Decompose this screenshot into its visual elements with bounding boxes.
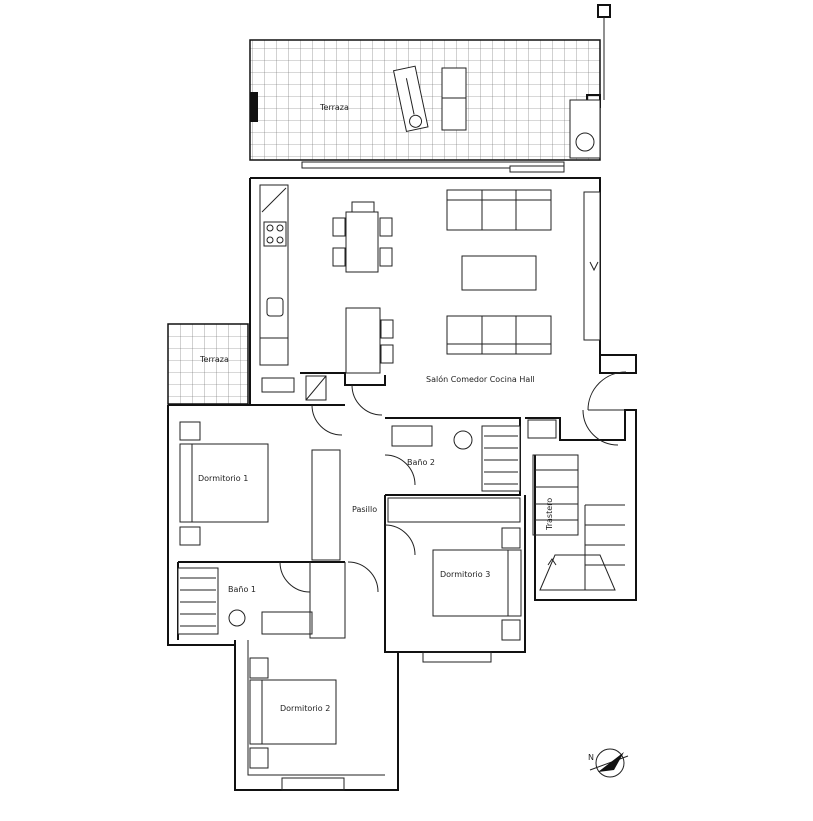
hob-icon — [263, 221, 287, 247]
shower — [481, 425, 521, 492]
room-label-pasillo: Pasillo — [352, 505, 377, 514]
kitchen-counter — [259, 184, 289, 366]
window — [281, 777, 345, 791]
sun-lounger — [441, 67, 467, 131]
room-label-terraza-top: Terraza — [319, 103, 349, 112]
room-label-bano1: Baño 1 — [228, 585, 256, 594]
room-label-bano2: Baño 2 — [407, 458, 435, 467]
room-label-trastero: Trastero — [545, 498, 554, 531]
bathtub — [261, 611, 313, 635]
room-label-dormitorio1: Dormitorio 1 — [198, 474, 248, 483]
sun-lounger — [392, 65, 429, 133]
bathroom-2 — [384, 417, 521, 496]
living-area — [249, 177, 637, 416]
terrace-left — [167, 323, 249, 405]
room-label-terraza-left: Terraza — [199, 355, 229, 364]
bedroom-2 — [234, 640, 399, 791]
room-label-salon: Salón Comedor Cocina Hall — [426, 374, 535, 384]
compass-north-label: N — [588, 753, 594, 762]
sofa — [446, 189, 552, 231]
wardrobe — [311, 449, 341, 561]
bedroom-1 — [167, 404, 346, 646]
wardrobe — [387, 497, 521, 523]
kitchen-island — [345, 307, 381, 374]
bed — [432, 549, 522, 617]
room-label-dormitorio3: Dormitorio 3 — [440, 570, 490, 579]
sliding-window — [301, 161, 565, 169]
dining-table — [345, 211, 379, 273]
room-label-dormitorio2: Dormitorio 2 — [280, 704, 330, 713]
shower — [177, 567, 219, 635]
bedroom-3 — [347, 495, 526, 663]
bed — [179, 443, 269, 523]
sink-icon — [266, 297, 284, 317]
bathtub — [391, 425, 433, 447]
toilet — [453, 430, 473, 450]
window — [422, 651, 492, 663]
sofa — [446, 315, 552, 355]
terrace-top — [249, 4, 611, 161]
coffee-table — [461, 255, 537, 291]
staircase — [525, 409, 637, 601]
north-compass-icon: N — [588, 748, 629, 778]
bed — [249, 679, 337, 745]
toilet — [228, 609, 246, 627]
